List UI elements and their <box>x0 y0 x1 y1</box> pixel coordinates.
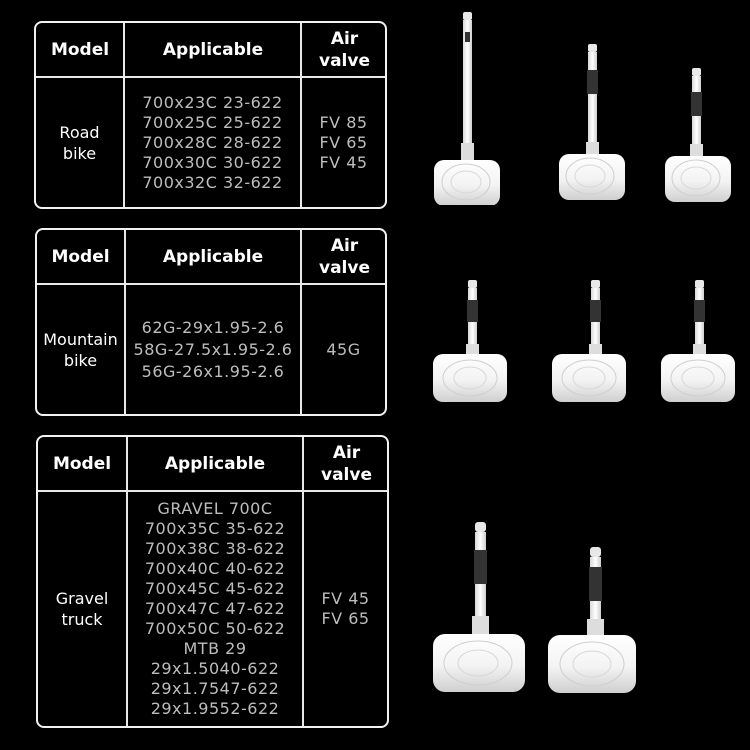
air-valve-list: 45G <box>302 285 385 414</box>
inner-tube-mountain-image <box>661 280 735 402</box>
size-item: 700x45C 45-622 <box>144 579 286 598</box>
valve-item: FV 85 <box>319 112 368 132</box>
size-item: GRAVEL 700C <box>157 499 273 518</box>
size-item: 700x28C 28-622 <box>142 132 283 152</box>
column-divider <box>126 437 128 726</box>
size-item: 700x32C 32-622 <box>142 172 283 192</box>
size-item: 700x35C 35-622 <box>144 519 286 538</box>
header-applicable: Applicable <box>162 39 264 60</box>
inner-tube-mountain-image <box>433 280 507 402</box>
size-item: 58G-27.5x1.95-2.6 <box>133 339 293 359</box>
size-item: 29x1.9552-622 <box>150 699 280 718</box>
column-divider <box>124 230 126 414</box>
column-divider <box>302 437 304 726</box>
size-item: 700x25C 25-622 <box>142 112 283 132</box>
column-divider <box>300 23 302 207</box>
inner-tube-gravel-fv45-image <box>433 522 525 692</box>
size-item: 700x38C 38-622 <box>144 539 286 558</box>
header-divider <box>36 76 385 78</box>
inner-tube-fv85-image <box>434 12 500 205</box>
inner-tube-mountain-image <box>552 280 626 402</box>
size-item: 700x23C 23-622 <box>142 92 283 112</box>
header-applicable: Applicable <box>164 453 266 474</box>
air-valve-list: FV 45 FV 65 <box>304 492 387 726</box>
applicable-sizes-list: 700x23C 23-622 700x25C 25-622 700x28C 28… <box>125 78 300 207</box>
header-model: Model <box>51 246 110 267</box>
header-divider <box>37 283 385 285</box>
size-item: 700x30C 30-622 <box>142 152 283 172</box>
inner-tube-fv45-image <box>665 68 731 202</box>
air-valve-list: FV 85 FV 65 FV 45 <box>302 78 385 207</box>
header-divider <box>38 490 387 492</box>
size-item: 700x40C 40-622 <box>144 559 286 578</box>
valve-item: FV 65 <box>321 609 370 628</box>
size-item: 700x47C 47-622 <box>144 599 286 618</box>
inner-tube-fv65-image <box>559 44 625 200</box>
valve-item: FV 45 <box>321 589 370 608</box>
header-applicable: Applicable <box>162 246 264 267</box>
applicable-sizes-list: 62G-29x1.95-2.6 58G-27.5x1.95-2.6 56G-26… <box>126 285 300 414</box>
inner-tube-gravel-fv65-image <box>548 547 636 693</box>
valve-item: 45G <box>326 339 361 359</box>
header-model: Model <box>52 453 112 474</box>
size-item: 56G-26x1.95-2.6 <box>141 361 285 381</box>
valve-item: FV 65 <box>319 132 368 152</box>
valve-item: FV 45 <box>319 152 368 172</box>
column-divider <box>123 23 125 207</box>
size-item: 29x1.5040-622 <box>150 659 280 678</box>
applicable-sizes-list: GRAVEL 700C 700x35C 35-622 700x38C 38-62… <box>128 492 302 726</box>
size-item: 700x50C 50-622 <box>144 619 286 638</box>
header-model: Model <box>50 39 110 60</box>
size-item: 62G-29x1.95-2.6 <box>141 317 285 337</box>
column-divider <box>300 230 302 414</box>
size-item: 29x1.7547-622 <box>150 679 280 698</box>
size-item: MTB 29 <box>183 639 247 658</box>
